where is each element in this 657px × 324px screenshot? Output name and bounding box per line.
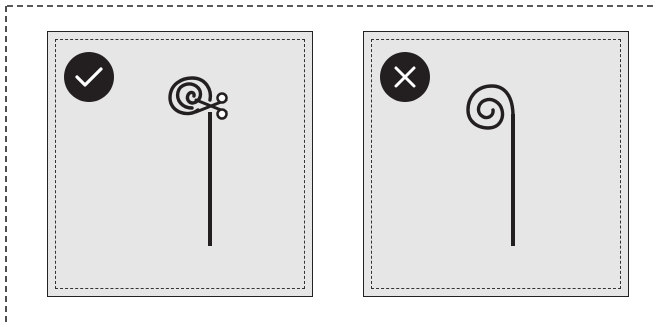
spiral-curl: [468, 86, 513, 128]
panel-correct: [47, 31, 313, 297]
spiral-stem-figure: [364, 32, 630, 298]
spiral-stem-figure: [48, 32, 314, 298]
panel-incorrect: [363, 31, 629, 297]
